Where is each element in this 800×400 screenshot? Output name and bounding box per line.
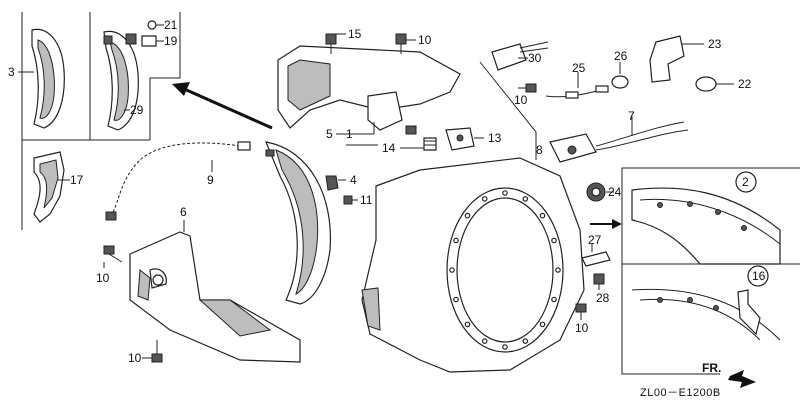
callout-19: 19 (164, 34, 178, 48)
bolt-hole (502, 344, 508, 350)
middle-shroud (265, 141, 332, 305)
callout-30: 30 (528, 51, 542, 65)
clip-part-22 (695, 76, 717, 92)
holder-part-23 (649, 35, 685, 83)
callout-15: 15 (348, 27, 362, 41)
callout-26: 26 (614, 49, 628, 63)
callout-5: 5 (326, 127, 333, 141)
callout-8: 8 (536, 143, 543, 157)
callout-1: 1 (346, 127, 353, 141)
ignition-coil-part-30 (491, 41, 549, 71)
bolt-hole (539, 321, 546, 328)
switch-part-8 (549, 121, 689, 163)
front-label: FR. (702, 361, 721, 375)
callout-7: 7 (628, 109, 635, 123)
bolt-hole (481, 338, 488, 344)
bolt-10-b (151, 340, 163, 363)
bolt-10-e (525, 83, 537, 93)
grommet-part-24 (586, 182, 606, 202)
inset-panel (21, 12, 181, 230)
lower-shroud-part-6 (129, 231, 301, 363)
callout-10-a: 10 (96, 271, 110, 285)
bolt-15 (325, 33, 337, 54)
bolt-hole (551, 296, 557, 303)
bolt-hole (481, 196, 488, 202)
callout-2: 2 (742, 175, 749, 189)
fan-cover-bolt-holes (449, 190, 561, 350)
direction-arrow (172, 82, 273, 130)
bolt-hole (522, 196, 529, 202)
callout-17: 17 (70, 173, 84, 187)
clamp-part-26 (611, 75, 629, 89)
bolt-hole (464, 321, 471, 328)
cable-part-9 (105, 141, 251, 221)
bolt-hole (539, 212, 546, 219)
bolt-11 (343, 195, 353, 205)
detail-panel-16 (621, 263, 800, 375)
fan-cover (361, 157, 585, 373)
callout-23: 23 (708, 37, 722, 51)
bolt-hole (449, 267, 455, 273)
callout-9: 9 (207, 173, 214, 187)
wire-part-25 (545, 85, 609, 99)
bolt-hole (522, 338, 529, 344)
shroud-part-3 (31, 28, 65, 129)
callout-22: 22 (738, 77, 752, 91)
callout-29: 29 (130, 103, 144, 117)
callout-28: 28 (596, 291, 610, 305)
diagram-code: ZL00－E1200B (640, 387, 721, 399)
bolt-hole (502, 190, 508, 196)
clip-part-19 (141, 35, 157, 47)
callout-10-d: 10 (575, 321, 589, 335)
bracket-part-17 (33, 151, 65, 223)
callout-14: 14 (382, 141, 396, 155)
front-direction-indicator: FR. (702, 361, 756, 388)
bolt-hole (453, 237, 459, 244)
spring-part-14 (423, 137, 437, 151)
bolt-hole (555, 267, 561, 273)
callout-24: 24 (608, 185, 622, 199)
callout-6: 6 (180, 205, 187, 219)
callout-3: 3 (8, 65, 15, 79)
shroud-part-29 (103, 30, 139, 131)
callout-25: 25 (572, 61, 586, 75)
callout-10-b: 10 (128, 351, 142, 365)
bolt-hole (464, 212, 471, 219)
bolt-part-28 (593, 273, 605, 285)
clip-part-21 (147, 20, 157, 30)
clip-part-27 (581, 251, 611, 267)
callout-10-e: 10 (514, 93, 528, 107)
callout-4: 4 (350, 173, 357, 187)
callout-13: 13 (488, 131, 502, 145)
callout-16: 16 (752, 269, 766, 283)
callout-11: 11 (360, 193, 373, 207)
bolt-hole (453, 296, 459, 303)
bolt-10-d (575, 303, 587, 313)
bolt-hole (551, 237, 557, 244)
callout-27: 27 (588, 233, 602, 247)
bolt-10-a (103, 245, 123, 263)
clip-part-4 (325, 175, 339, 191)
callout-10-c: 10 (418, 33, 432, 47)
callout-21: 21 (164, 18, 178, 32)
grommet-part-13 (445, 127, 475, 151)
detail-panel-2 (621, 167, 800, 265)
bolt-10-c (395, 33, 407, 54)
top-cover-part-1 (277, 45, 461, 135)
